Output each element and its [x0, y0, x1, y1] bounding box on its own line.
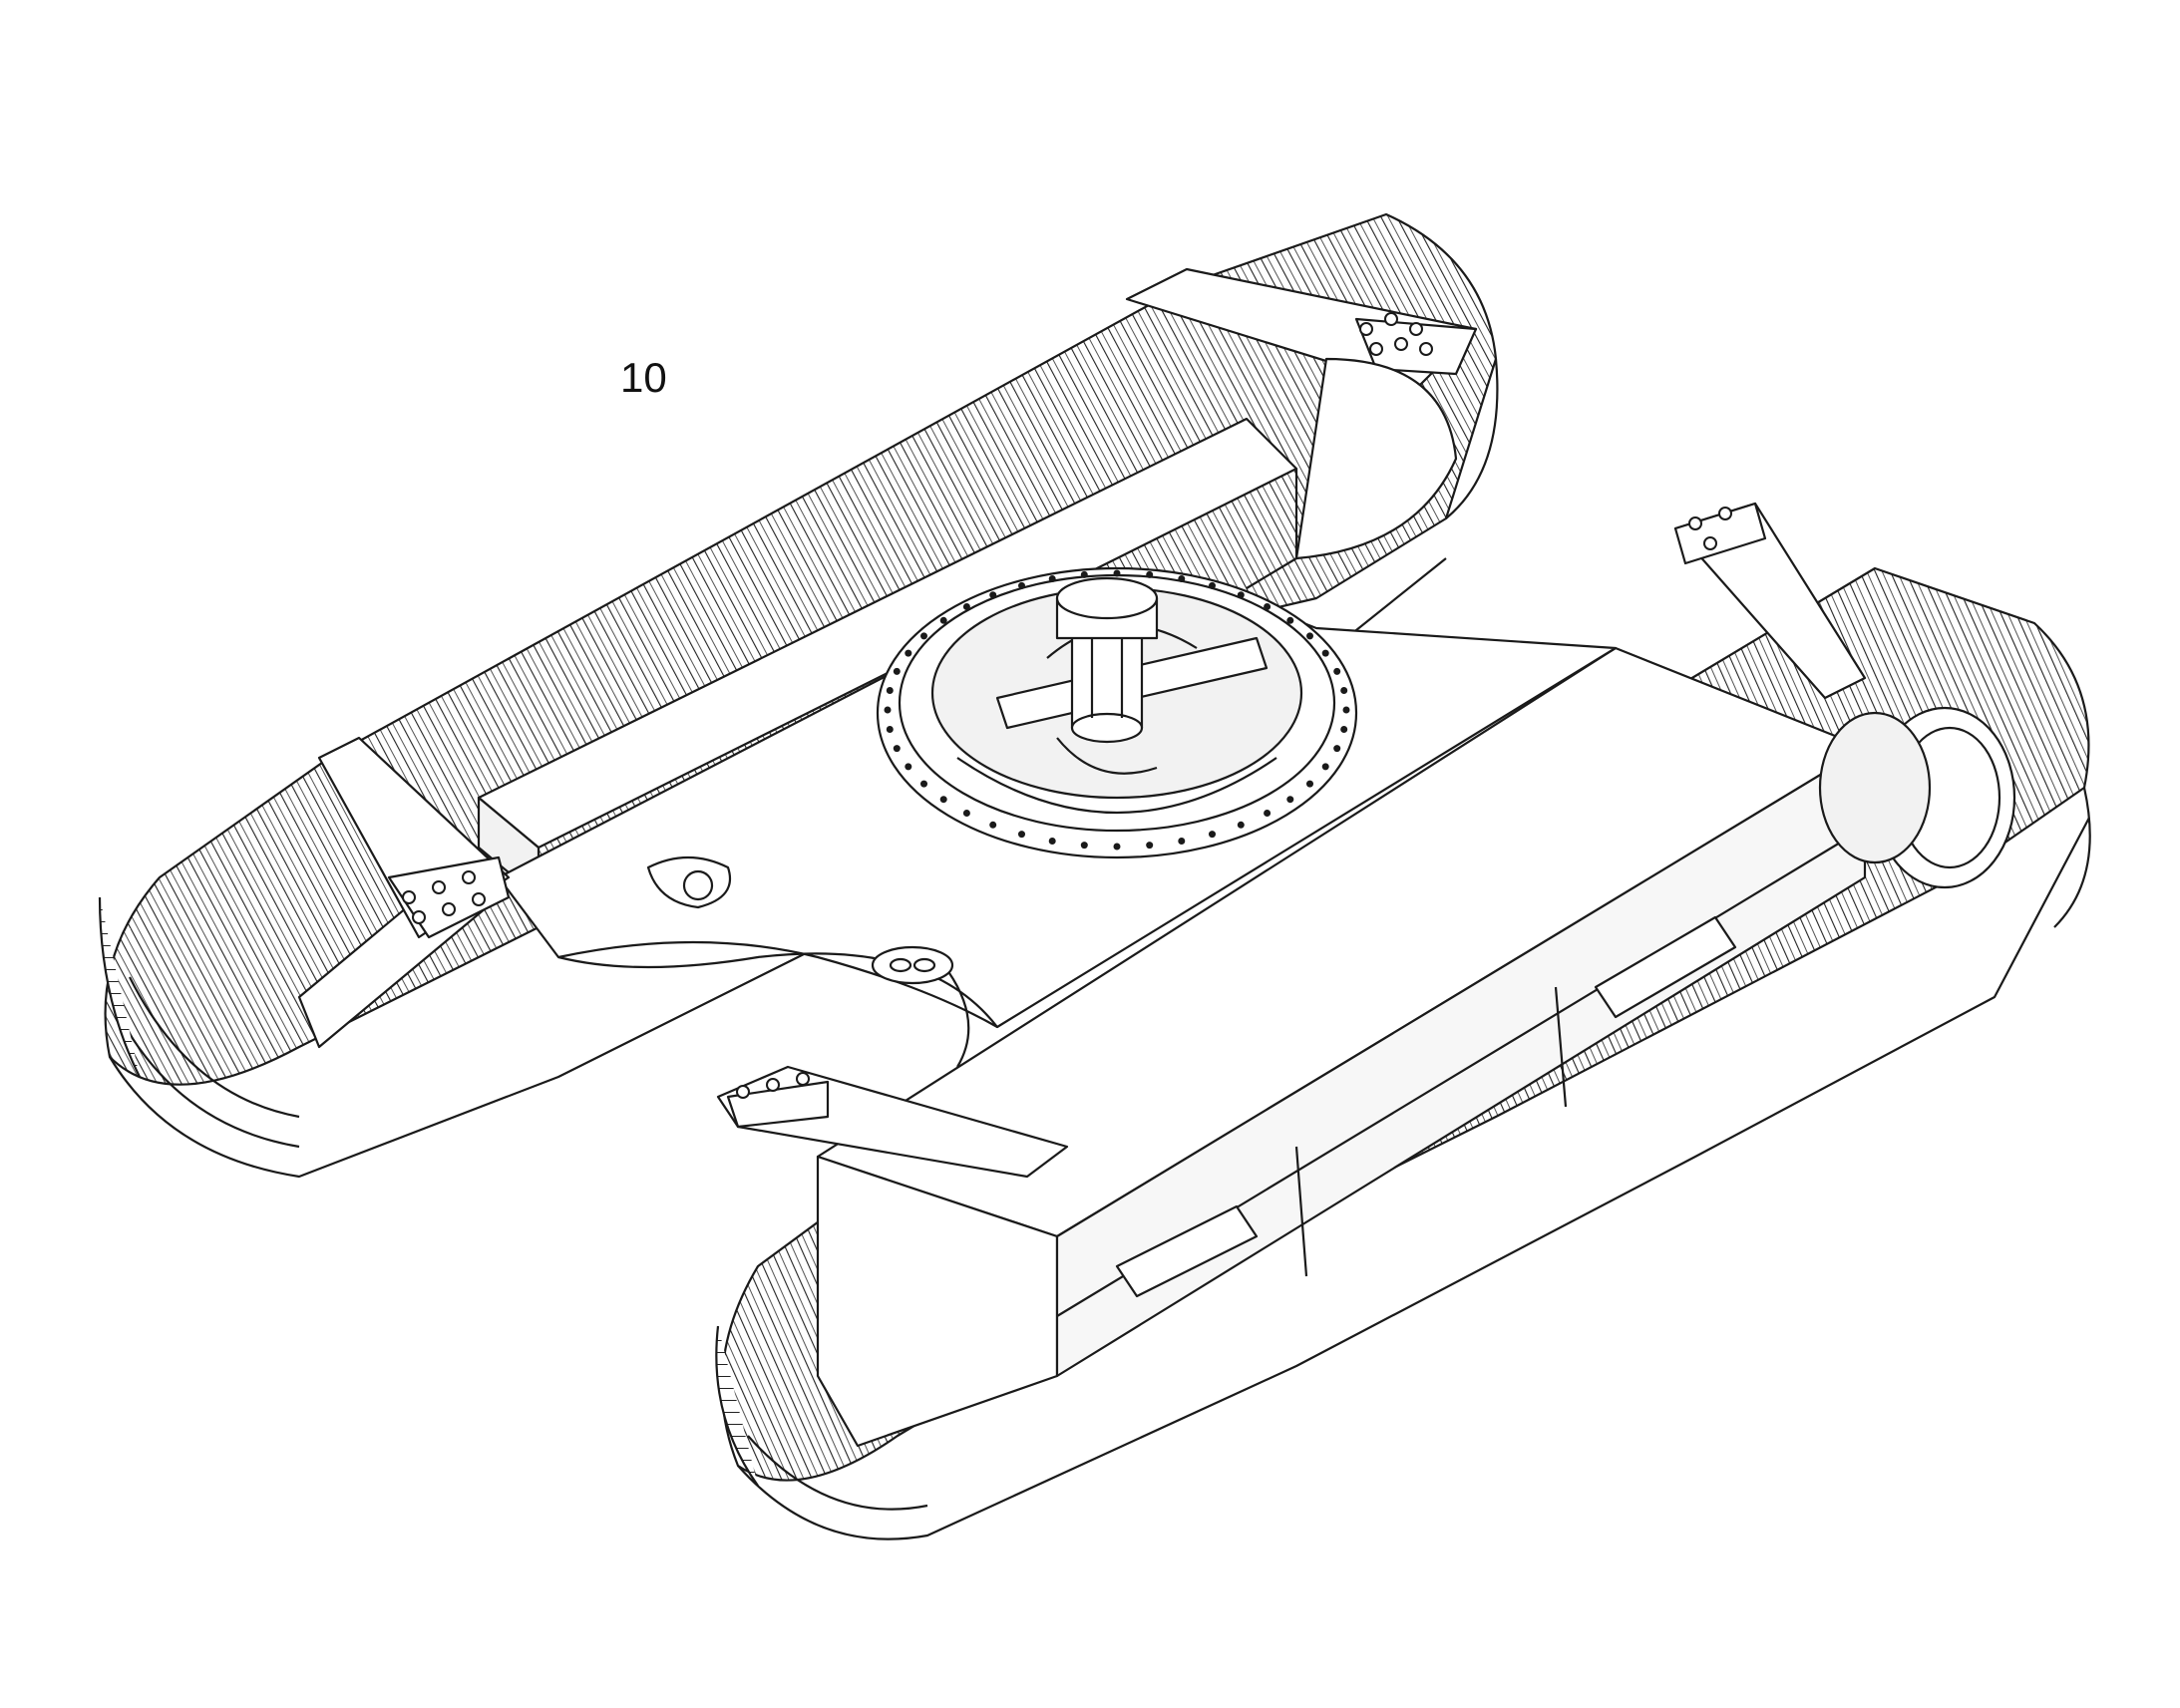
bearing-bolt [1146, 842, 1154, 850]
bearing-bolt [989, 591, 997, 599]
bearing-bolt [886, 687, 894, 694]
bearing-bolt [905, 763, 912, 771]
bearing-bolt [1342, 706, 1350, 714]
bearing-bolt [1321, 763, 1329, 771]
bearing-bolt [1264, 603, 1272, 610]
step-right-rear [1115, 1204, 1259, 1298]
bearing-bolt [1080, 570, 1088, 578]
bearing-bolt [1113, 843, 1121, 851]
bearing-bolt [886, 726, 894, 733]
bearing-bolt [962, 810, 970, 817]
tie-down-plate-left-front [1125, 267, 1478, 391]
callout-label: 10 [620, 354, 667, 401]
bearing-bolt [1306, 780, 1313, 788]
bearing-bolt [905, 649, 912, 657]
bearing-bolt [1209, 831, 1216, 839]
bearing-bolt [1340, 687, 1348, 694]
bearing-bolt [920, 632, 927, 640]
step-right-front [1594, 915, 1737, 1019]
bearing-bolt [939, 616, 947, 624]
travel-motor [1818, 706, 2016, 889]
tie-down-plate-right-rear [716, 1065, 1069, 1179]
bearing-bolt [1048, 575, 1056, 582]
bearing-bolt [1237, 591, 1245, 599]
bearing-bolt [1286, 796, 1294, 804]
swivel-joint [1055, 576, 1159, 744]
bearing-bolt [1209, 581, 1216, 589]
bearing-bolt [1048, 838, 1056, 845]
bearing-bolt [1264, 810, 1272, 817]
bearing-bolt [884, 706, 892, 714]
front-idler-left [1294, 357, 1458, 560]
bearing-bolt [1237, 821, 1245, 829]
bearing-bolt [1333, 745, 1341, 753]
bearing-bolt [893, 667, 901, 675]
bolt-pattern [402, 312, 1732, 1099]
bearing-bolt [939, 796, 947, 804]
bearing-bolt [893, 745, 901, 753]
right-track-frame [816, 646, 1867, 1448]
bearing-bolts [884, 569, 1350, 851]
bearing-bolt [1333, 667, 1341, 675]
bearing-bolt [962, 603, 970, 610]
bearing-bolt [1321, 649, 1329, 657]
bearing-bolt [1113, 569, 1121, 577]
bearing-bolt [989, 821, 997, 829]
bearing-bolt [1018, 581, 1025, 589]
bearing-bolt [1286, 616, 1294, 624]
bearing-bolt [1018, 831, 1025, 839]
bearing-bolt [1340, 726, 1348, 733]
bearing-bolt [1306, 632, 1313, 640]
bearing-bolt [1178, 575, 1186, 582]
bearing-bolt [920, 780, 927, 788]
bearing-bolt [1080, 842, 1088, 850]
bearing-bolt [1178, 838, 1186, 845]
bearing-bolt [1146, 570, 1154, 578]
